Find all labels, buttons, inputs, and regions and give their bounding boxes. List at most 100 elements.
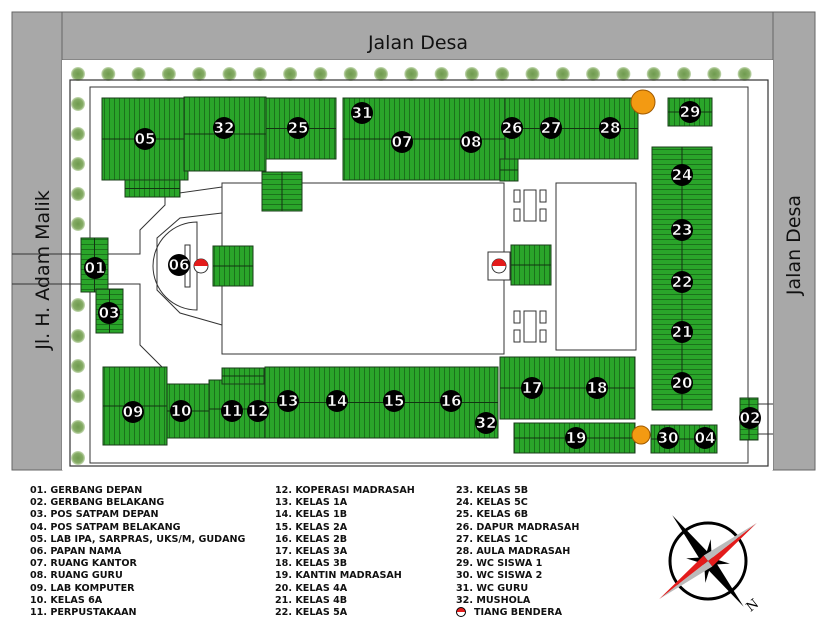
building-label-32[interactable]: 32	[213, 117, 235, 139]
building-label-30[interactable]: 30	[657, 427, 679, 449]
building-number: 20	[672, 374, 693, 392]
legend-col-3: 23. KELAS 5B 24. KELAS 5C 25. KELAS 6B 2…	[456, 485, 579, 619]
building-label-27[interactable]: 27	[540, 117, 562, 139]
tree-icon	[71, 451, 85, 465]
legend-item: 01. GERBANG DEPAN	[30, 485, 143, 496]
building-label-03[interactable]: 03	[98, 302, 120, 324]
building-number: 21	[672, 323, 693, 341]
building-number: 15	[384, 392, 405, 410]
tree-icon	[707, 67, 722, 81]
building-label-05[interactable]: 05	[134, 128, 156, 150]
building-label-19[interactable]: 19	[565, 427, 587, 449]
legend-item: 32. MUSHOLA	[456, 594, 531, 606]
building-number: 23	[672, 221, 693, 239]
legend-item: 25. KELAS 6B	[456, 509, 529, 521]
tree-icon	[71, 67, 85, 81]
building-label-15[interactable]: 15	[383, 390, 405, 412]
legend-item: 02. GERBANG BELAKANG	[30, 497, 165, 509]
building-label-32[interactable]: 32	[475, 412, 497, 434]
tree-icon	[71, 420, 85, 434]
legend-item: 10. KELAS 6A	[30, 594, 103, 606]
outer-fence	[69, 79, 769, 467]
tree-icon	[616, 67, 631, 81]
road-label-top: Jalan Desa	[367, 32, 468, 54]
building-label-08[interactable]: 08	[460, 131, 482, 153]
legend-item: 06. PAPAN NAMA	[30, 546, 122, 558]
building-label-14[interactable]: 14	[326, 390, 348, 412]
building-label-13[interactable]: 13	[277, 390, 299, 412]
legend-item: 08. RUANG GURU	[30, 570, 123, 582]
building-number: 27	[541, 119, 562, 137]
legend-item: 17. KELAS 3A	[275, 546, 348, 558]
legend-item: 07. RUANG KANTOR	[30, 558, 137, 570]
legend-item: 03. POS SATPAM DEPAN	[30, 509, 159, 521]
building-label-04[interactable]: 04	[694, 427, 716, 449]
building-number: 25	[288, 119, 309, 137]
building-label-29[interactable]: 29	[679, 101, 701, 123]
legend-item: 24. KELAS 5C	[456, 497, 528, 509]
building-label-24[interactable]: 24	[671, 164, 693, 186]
tree-icon	[71, 187, 85, 201]
tree-icon	[161, 67, 176, 81]
tree-icon	[434, 67, 449, 81]
building-label-26[interactable]: 26	[501, 117, 523, 139]
building-number: 26	[502, 119, 523, 137]
tables	[513, 189, 547, 343]
legend-item: 28. AULA MADRASAH	[456, 546, 571, 558]
building-label-22[interactable]: 22	[671, 271, 693, 293]
road-label-right: Jalan Desa	[783, 195, 805, 296]
legend-item: 29. WC SISWA 1	[456, 558, 543, 570]
building-number: 16	[441, 392, 462, 410]
road-top	[11, 11, 816, 61]
building-number: 06	[169, 256, 190, 274]
building-label-17[interactable]: 17	[521, 377, 543, 399]
tree-icon	[495, 67, 510, 81]
tree-icon	[374, 67, 388, 81]
legend-item: 18. KELAS 3B	[275, 558, 348, 570]
building-number: 13	[278, 392, 299, 410]
legend-item: 19. KANTIN MADRASAH	[275, 570, 402, 582]
tree-icon	[101, 67, 116, 81]
building-number: 07	[392, 133, 413, 151]
building-number: 11	[222, 402, 243, 420]
building-label-28[interactable]: 28	[599, 117, 621, 139]
tree-icon	[131, 67, 146, 81]
tree-icon	[71, 359, 85, 373]
legend-item: 27. KELAS 1C	[456, 533, 528, 545]
building-label-20[interactable]: 20	[671, 372, 693, 394]
compass-north-label: N	[744, 596, 762, 615]
building-label-12[interactable]: 12	[247, 400, 269, 422]
legend-item: 04. POS SATPAM BELAKANG	[30, 521, 181, 533]
flag-pole-icon	[193, 258, 209, 274]
legend-flag-label: TIANG BENDERA	[474, 607, 563, 619]
building-number: 01	[85, 259, 106, 277]
building-label-18[interactable]: 18	[586, 377, 608, 399]
building-label-16[interactable]: 16	[440, 390, 462, 412]
flag-pole-icon	[491, 258, 507, 274]
building-label-09[interactable]: 09	[122, 401, 144, 423]
building-label-07[interactable]: 07	[391, 131, 413, 153]
building-label-31[interactable]: 31	[351, 102, 373, 124]
building-label-25[interactable]: 25	[287, 117, 309, 139]
building-label-10[interactable]: 10	[170, 400, 192, 422]
building-label-01[interactable]: 01	[84, 257, 106, 279]
building-label-21[interactable]: 21	[671, 321, 693, 343]
building-number: 31	[352, 104, 373, 122]
tree-icon	[283, 67, 298, 81]
legend-item: 05. LAB IPA, SARPRAS, UKS/M, GUDANG	[30, 533, 246, 545]
legend-col-2: 12. KOPERASI MADRASAH 13. KELAS 1A 14. K…	[275, 485, 415, 619]
tree-icon	[464, 67, 479, 81]
building-number: 28	[600, 119, 621, 137]
tree-icon	[586, 67, 601, 81]
building-number: 12	[248, 402, 269, 420]
legend-item: 23. KELAS 5B	[456, 485, 529, 496]
orange-tree-north	[630, 89, 656, 115]
building-label-23[interactable]: 23	[671, 219, 693, 241]
legend-item: 15. KELAS 2A	[275, 521, 348, 533]
tree-icon	[252, 67, 267, 81]
building-label-11[interactable]: 11	[221, 400, 243, 422]
building-label-02[interactable]: 02	[739, 407, 761, 429]
tree-icon	[222, 67, 237, 81]
building-number: 10	[171, 402, 192, 420]
building-label-06[interactable]: 06	[168, 254, 190, 276]
